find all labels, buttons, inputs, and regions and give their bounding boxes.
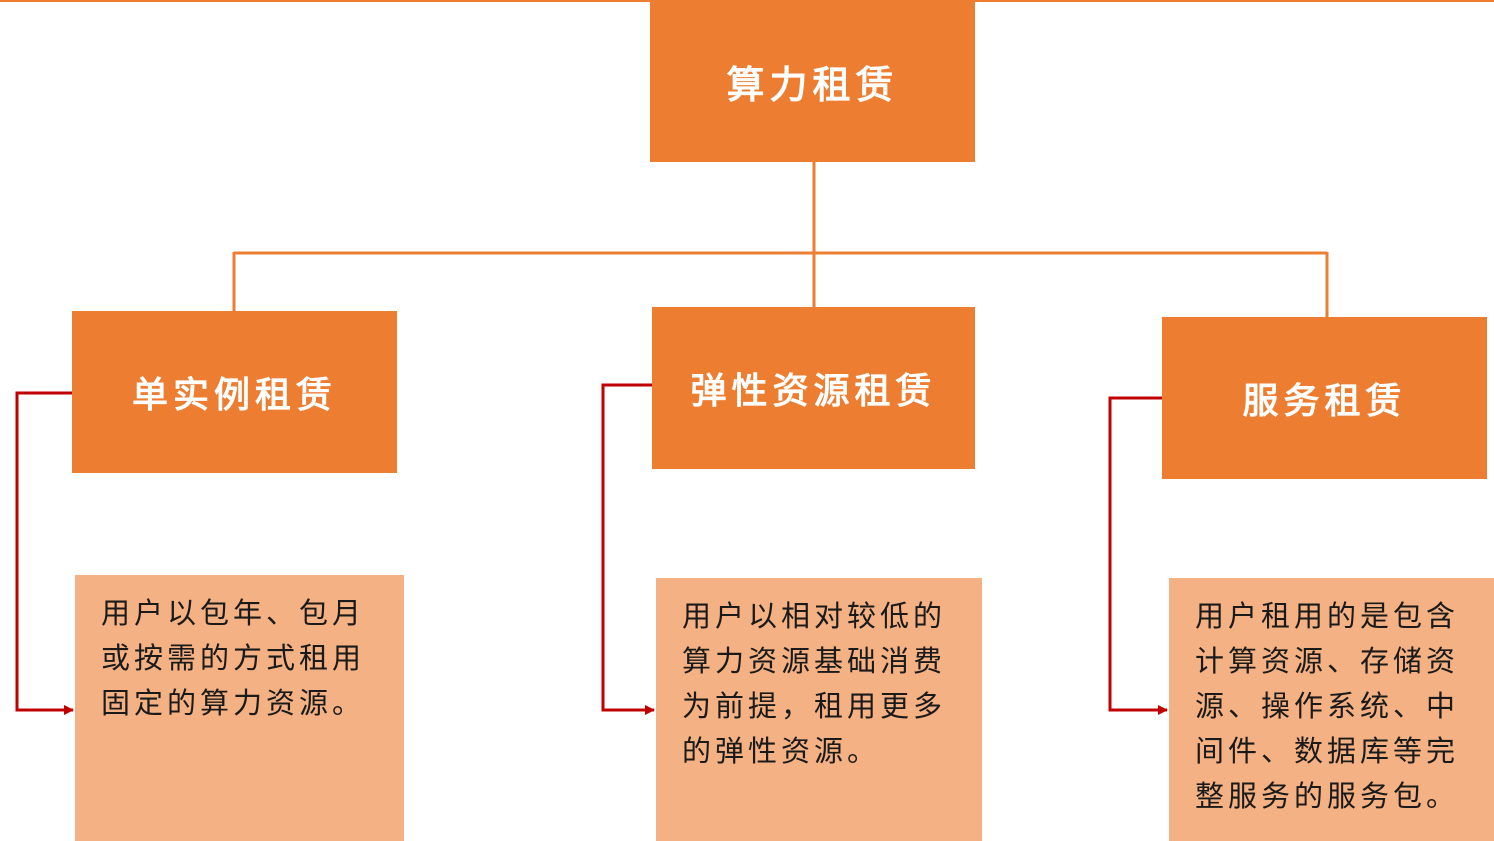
root-node: 算力租赁	[650, 0, 975, 162]
category-service: 服务租赁	[1162, 317, 1487, 479]
category-label: 单实例租赁	[131, 374, 337, 416]
category-single-instance: 单实例租赁	[72, 311, 397, 473]
category-elastic-resource: 弹性资源租赁	[652, 307, 975, 469]
category-label: 服务租赁	[1242, 380, 1407, 422]
arrow-cat-2	[1108, 396, 1168, 715]
arrow-cat-0	[15, 391, 74, 715]
description-text: 用户以相对较低的算力资源基础消费为前提，租用更多的弹性资源。	[682, 599, 947, 768]
description-text: 用户以包年、包月或按需的方式租用固定的算力资源。	[101, 596, 366, 720]
description-service: 用户租用的是包含计算资源、存储资源、操作系统、中间件、数据库等完整服务的服务包。	[1169, 578, 1494, 841]
arrow-cat-1	[601, 383, 655, 715]
root-node-label: 算力租赁	[726, 61, 899, 107]
description-single-instance: 用户以包年、包月或按需的方式租用固定的算力资源。	[75, 575, 404, 841]
description-text: 用户租用的是包含计算资源、存储资源、操作系统、中间件、数据库等完整服务的服务包。	[1195, 599, 1460, 813]
category-label: 弹性资源租赁	[690, 370, 937, 412]
description-elastic-resource: 用户以相对较低的算力资源基础消费为前提，租用更多的弹性资源。	[656, 578, 982, 841]
